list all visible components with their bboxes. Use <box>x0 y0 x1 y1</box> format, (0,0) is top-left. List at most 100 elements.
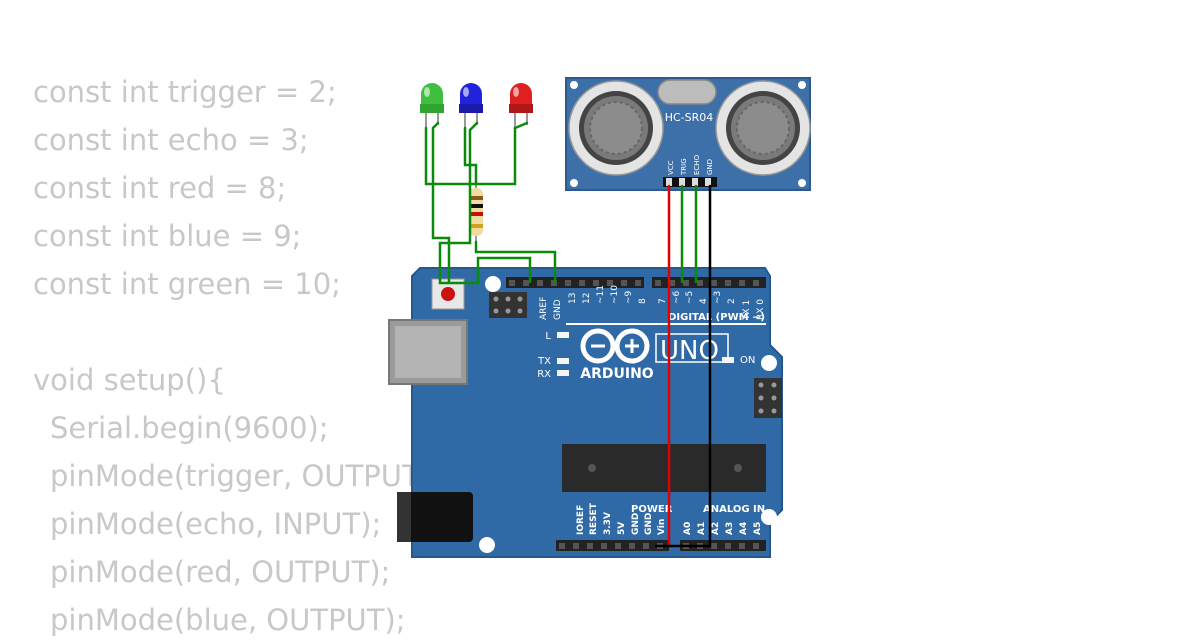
transducer-left <box>568 80 664 176</box>
pin-label-8: 8 <box>638 298 648 304</box>
pin-label-reset: RESET <box>589 502 599 535</box>
header-pin <box>697 280 703 286</box>
crystal-oscillator <box>657 79 717 105</box>
pin-label-2: 2 <box>727 298 737 304</box>
mounting-hole <box>761 509 777 525</box>
icsp-header-2 <box>754 378 782 418</box>
label-l: L <box>545 331 551 342</box>
pin-label-5: ~5 <box>685 291 695 304</box>
label-tx: TX <box>537 356 551 367</box>
sensor-pin-trig: TRIG <box>680 158 688 176</box>
pin-label-tx1: TX 1 <box>742 300 752 321</box>
header-pin <box>725 280 731 286</box>
pin-label-7: 7 <box>658 298 668 304</box>
header-pin <box>739 543 745 549</box>
mounting-hole <box>485 276 501 292</box>
led-l-indicator <box>557 332 569 338</box>
pin-label-gnd: GND <box>553 299 563 320</box>
digital-silk-bar <box>566 323 766 325</box>
pin-label-13: 13 <box>568 293 578 304</box>
pin-label-rx0: RX 0 <box>756 299 766 320</box>
header-pin <box>739 280 745 286</box>
usb-port <box>388 319 468 385</box>
header-pin <box>711 543 717 549</box>
code-line: pinMode(red, OUTPUT); <box>50 555 391 589</box>
sensor-model: HC-SR04 <box>665 111 714 124</box>
pin-label-gnd2: GND <box>644 513 654 535</box>
atmega-chip <box>562 444 766 492</box>
wire-green-led <box>424 126 478 186</box>
header-pin <box>725 543 731 549</box>
pin-label-a5: A5 <box>753 522 763 535</box>
power-header <box>556 540 669 551</box>
code-line: Serial.begin(9600); <box>50 411 329 445</box>
header-pin <box>629 543 635 549</box>
header-pin <box>683 280 689 286</box>
pin-label-10: ~10 <box>610 285 620 304</box>
icsp-header <box>489 292 527 318</box>
sensor-pin-gnd: GND <box>706 159 714 175</box>
header-pin <box>607 280 613 286</box>
analog-label: ANALOG IN <box>703 504 765 515</box>
header-pin <box>587 543 593 549</box>
header-pin <box>537 280 543 286</box>
pin-label-a2: A2 <box>711 522 721 535</box>
led-blue[interactable] <box>459 83 483 130</box>
led-tx-indicator <box>557 358 569 364</box>
code-line: const int green = 10; <box>33 267 341 301</box>
pin-label-ioref: IOREF <box>576 505 586 535</box>
analog-header <box>680 540 766 551</box>
pin-label-11: ~11 <box>596 285 606 304</box>
code-line: const int trigger = 2; <box>33 75 337 109</box>
code-line: pinMode(echo, INPUT); <box>50 507 382 541</box>
code-line: const int blue = 9; <box>33 219 302 253</box>
led-green[interactable] <box>420 83 444 130</box>
code-line: void setup(){ <box>33 363 226 397</box>
wire-red-led <box>474 126 517 186</box>
pin-label-gnd1: GND <box>631 513 641 535</box>
wire-blue-to-pin9 <box>438 121 532 285</box>
arduino-board[interactable]: L TX RX ON ARDUINO UNO DIGITAL (PWM ~) P… <box>388 267 783 558</box>
label-on: ON <box>740 355 755 366</box>
code-listing: const int trigger = 2;const int echo = 3… <box>33 68 441 644</box>
arduino-brand: ARDUINO <box>580 366 654 382</box>
sensor-pin-header <box>663 177 717 187</box>
header-pin <box>711 280 717 286</box>
sensor-pin-echo: ECHO <box>693 154 701 175</box>
digital-header-label: DIGITAL (PWM ~) <box>668 312 765 323</box>
header-pin <box>551 280 557 286</box>
led-rx-indicator <box>557 370 569 376</box>
uno-frame <box>655 333 729 363</box>
sensor-pin-vcc: VCC <box>667 160 675 175</box>
header-pin <box>621 280 627 286</box>
pin-label-5v: 5V <box>617 522 627 535</box>
ultrasonic-sensor[interactable]: HC-SR04 VCC TRIG ECHO GND <box>565 77 811 191</box>
pin-label-a3: A3 <box>725 522 735 535</box>
resistor[interactable] <box>469 180 483 242</box>
pin-label-3v3: 3.3V <box>603 512 613 535</box>
arduino-logo <box>580 328 650 364</box>
pin-label-12: 12 <box>582 293 592 304</box>
dc-power-jack <box>397 492 473 542</box>
digital-header-left <box>506 277 644 288</box>
code-line: const int red = 8; <box>33 171 287 205</box>
wires <box>424 121 712 548</box>
header-pin <box>565 280 571 286</box>
pin-label-aref: AREF <box>539 297 549 320</box>
pin-label-vin: Vin <box>657 519 667 535</box>
circuit-diagram: L TX RX ON ARDUINO UNO DIGITAL (PWM ~) P… <box>388 77 811 558</box>
header-pin <box>615 543 621 549</box>
header-pin <box>669 280 675 286</box>
header-pin <box>523 280 529 286</box>
pin-label-6: ~6 <box>672 290 682 304</box>
header-pin <box>635 280 641 286</box>
led-red[interactable] <box>509 83 533 130</box>
wire-gnd <box>654 184 712 548</box>
header-pin <box>753 280 759 286</box>
header-pin <box>601 543 607 549</box>
header-pin <box>573 543 579 549</box>
header-pin <box>593 280 599 286</box>
header-pin <box>509 280 515 286</box>
transducer-right <box>715 80 811 176</box>
power-label: POWER <box>631 504 673 515</box>
